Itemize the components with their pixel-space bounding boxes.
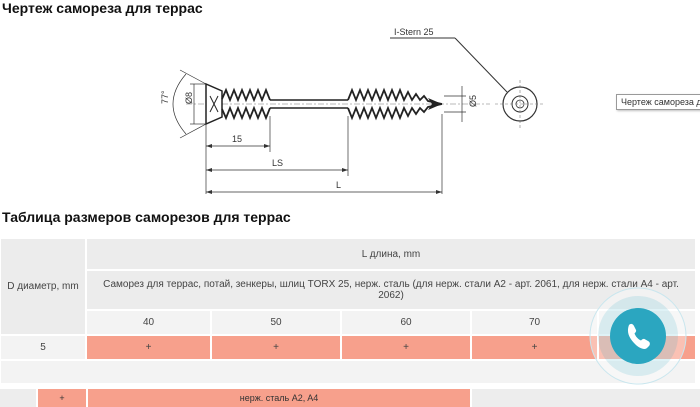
screw-drawing: I-Stern 25 Ø5 Ø8 77° 15 LS — [160, 27, 545, 194]
l-header: L длина, mm — [86, 238, 696, 270]
availability-cell: + — [211, 335, 341, 360]
d-header: D диаметр, mm — [0, 238, 86, 335]
d8-label: Ø8 — [184, 92, 194, 104]
availability-cell: + — [471, 335, 598, 360]
phone-icon[interactable] — [627, 323, 650, 349]
product-description: Саморез для террас, потай, зенкеры, шлиц… — [86, 270, 696, 310]
image-tooltip: Чертеж самореза д — [616, 94, 700, 110]
istern-label: I-Stern 25 — [394, 27, 434, 37]
sizes-table-wrap: D диаметр, mm L длина, mm Саморез для те… — [0, 238, 700, 384]
dim15-label: 15 — [232, 134, 242, 144]
length-cell: 50 — [211, 310, 341, 335]
legend-material: нерж. сталь A2, A4 — [88, 389, 470, 407]
ls-label: LS — [272, 158, 283, 168]
length-cell: 40 — [86, 310, 211, 335]
legend-blank — [0, 389, 36, 407]
table-title: Таблица размеров саморезов для террас — [2, 209, 291, 225]
callback-widget[interactable] — [588, 286, 688, 386]
legend-mark: + — [38, 389, 86, 407]
l-label: L — [336, 180, 341, 190]
spacer-row — [0, 360, 696, 384]
sizes-table: D диаметр, mm L длина, mm Саморез для те… — [0, 238, 696, 384]
length-cell: 70 — [471, 310, 598, 335]
availability-cell: + — [341, 335, 471, 360]
legend-blank-right — [472, 389, 700, 407]
length-cell: 60 — [341, 310, 471, 335]
drawing-title: Чертеж самореза для террас — [2, 0, 203, 16]
d5-label: Ø5 — [468, 95, 478, 107]
angle-label: 77° — [160, 90, 170, 104]
legend-row: + нерж. сталь A2, A4 — [0, 389, 700, 407]
diameter-cell: 5 — [0, 335, 86, 360]
availability-cell: + — [86, 335, 211, 360]
